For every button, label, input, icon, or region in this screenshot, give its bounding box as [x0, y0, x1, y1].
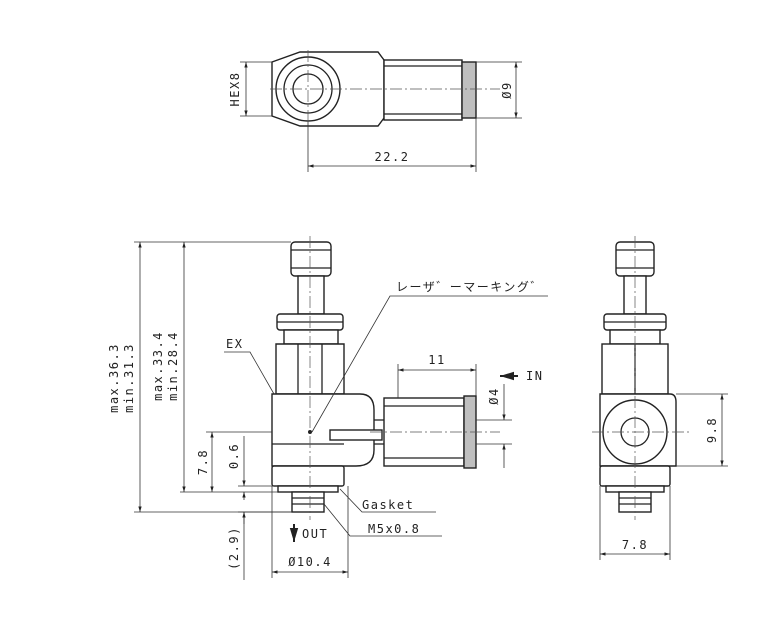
- center-dot: [308, 430, 312, 434]
- dim-2-9-label: (2.9): [227, 526, 241, 570]
- thread-label: M5x0.8: [368, 522, 420, 536]
- min-28-4-label: min.28.4: [166, 331, 180, 401]
- leader-line: [323, 503, 442, 537]
- max-33-4-label: max.33.4: [151, 331, 165, 401]
- dia10-4-label: Ø10.4: [288, 555, 332, 569]
- m5-thread: [291, 491, 325, 513]
- dim-0-6-label: 0.6: [227, 443, 241, 469]
- ex-label: EX: [226, 337, 243, 351]
- dia4-label: Ø4: [487, 387, 501, 404]
- leader-line: [339, 488, 436, 513]
- laser-marking-label: レーザ゛ーマーキング゛: [396, 280, 544, 294]
- side-dim-9-8-label: 9.8: [705, 417, 719, 443]
- adjust-knob: [290, 241, 332, 277]
- out-label: OUT: [302, 527, 328, 541]
- hex8-label: HEX8: [228, 72, 242, 107]
- adjust-stem: [297, 275, 325, 315]
- min-31-3-label: min.31.3: [122, 343, 136, 413]
- lower-body: [271, 465, 345, 487]
- gasket: [277, 485, 339, 493]
- in-label: IN: [526, 369, 543, 383]
- laser-marking-plate: [329, 429, 383, 441]
- hex-upper-body: [283, 329, 339, 345]
- gasket-label: Gasket: [362, 498, 414, 512]
- leader-line: [224, 351, 275, 395]
- top-tube-body: [383, 59, 463, 121]
- top-view: HEX8 Ø9 22.2: [228, 50, 522, 172]
- leader-line: [311, 295, 548, 433]
- length-22-2-label: 22.2: [375, 150, 410, 164]
- side-dim-7-8-label: 7.8: [622, 538, 648, 552]
- elbow-body: [271, 393, 375, 467]
- dim-7-8-label: 7.8: [196, 449, 210, 475]
- max-36-3-label: max.36.3: [107, 343, 121, 413]
- side-view: 9.8 7.8: [592, 236, 728, 560]
- dim-11-label: 11: [428, 353, 445, 367]
- front-view: レーザ゛ーマーキング゛ EX 11 IN Ø4 max.36.3 min.31.…: [107, 236, 548, 580]
- top-release-ring: [461, 61, 477, 119]
- dia9-label: Ø9: [500, 81, 514, 98]
